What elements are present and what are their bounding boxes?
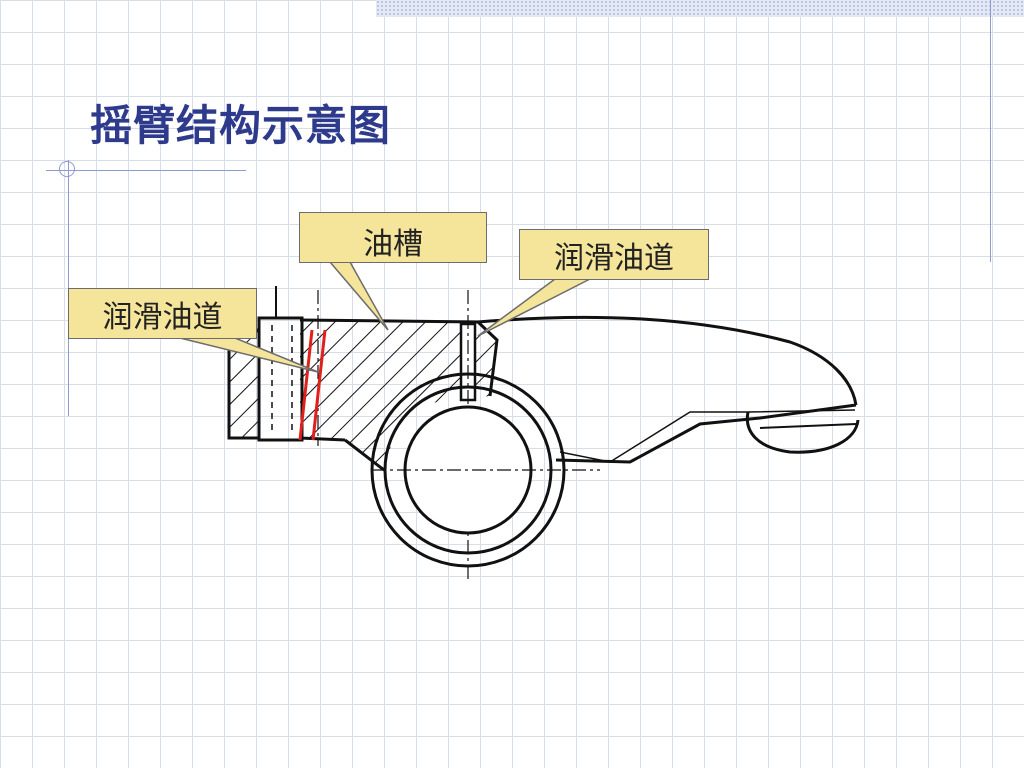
rocker-arm-right (477, 315, 860, 464)
right-decorative-rule (990, 0, 991, 262)
top-decorative-band (376, 0, 1024, 17)
red-oil-passage-lines (298, 329, 327, 441)
callout-lube-passage-left: 润滑油道 (68, 288, 257, 339)
shaft-bore (370, 372, 600, 568)
title-underline-rule (46, 170, 246, 171)
callout-lube-passage-right: 润滑油道 (519, 229, 709, 280)
callout-oil-groove: 油槽 (299, 212, 487, 263)
slide-title: 摇臂结构示意图 (90, 101, 392, 150)
crosshair-ornament-icon (59, 161, 75, 177)
